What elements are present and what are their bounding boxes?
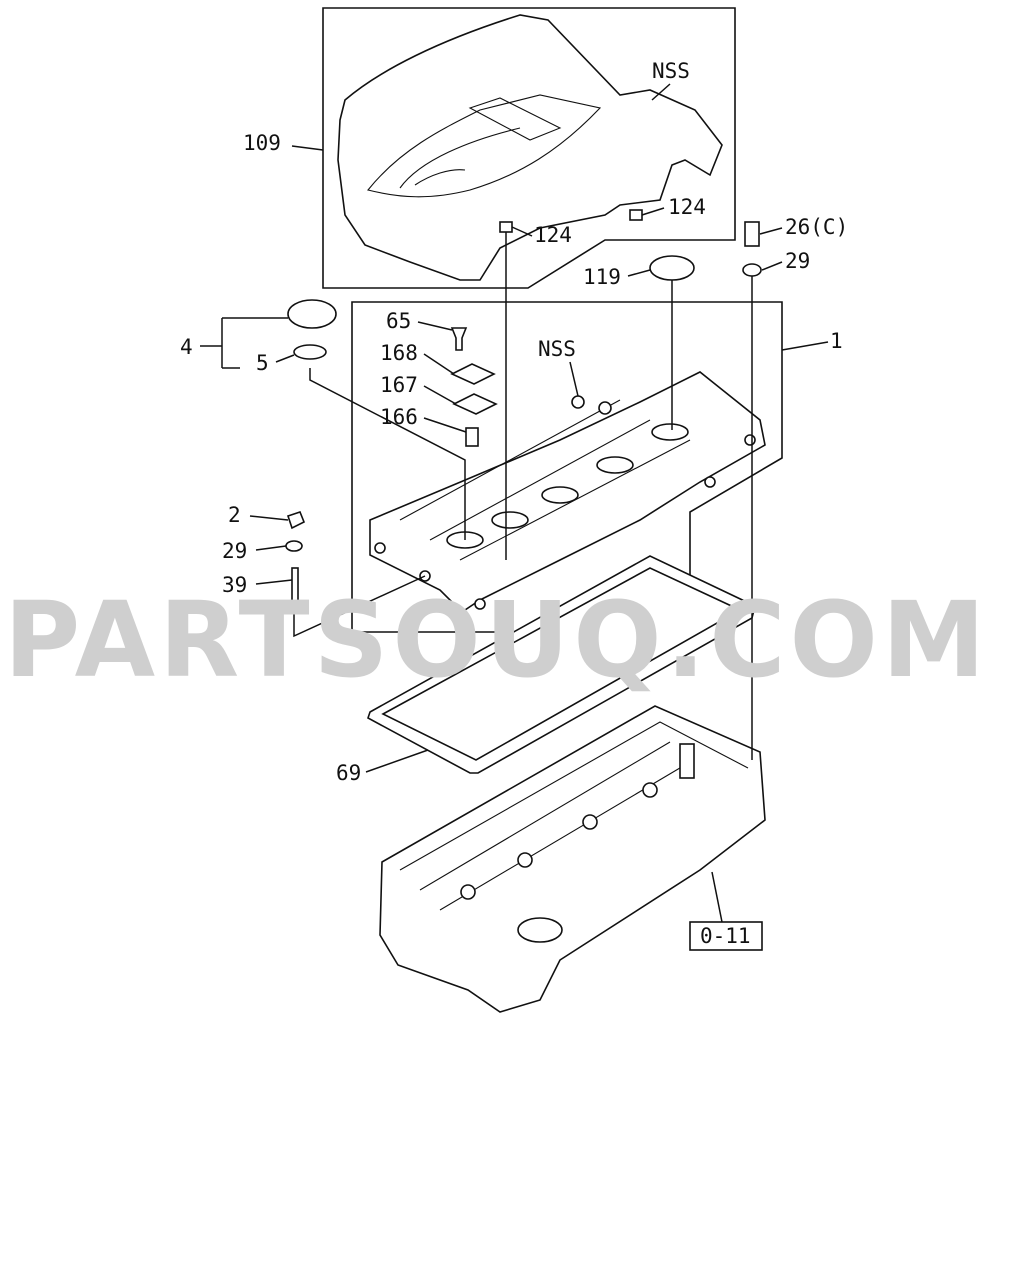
leader-1 bbox=[781, 341, 829, 351]
boss-1 bbox=[571, 395, 585, 409]
label-168: 168 bbox=[380, 341, 418, 365]
label-nss-mid: NSS bbox=[538, 337, 576, 361]
grommet-124-right[interactable] bbox=[629, 209, 643, 221]
label-124-right: 124 bbox=[668, 195, 706, 219]
label-26c: 26(C) bbox=[785, 215, 848, 239]
label-166: 166 bbox=[380, 405, 418, 429]
plate-168[interactable] bbox=[450, 363, 496, 385]
engine-cover[interactable] bbox=[337, 14, 723, 281]
leader-167 bbox=[423, 385, 457, 405]
leader-168 bbox=[423, 353, 455, 375]
washer-29-top[interactable] bbox=[742, 263, 762, 277]
label-124-left: 124 bbox=[534, 223, 572, 247]
stud-39[interactable] bbox=[291, 567, 299, 605]
label-119: 119 bbox=[583, 265, 621, 289]
nut-2[interactable] bbox=[286, 511, 306, 530]
oil-filler-cap[interactable] bbox=[287, 299, 337, 329]
valve-cover-box bbox=[351, 301, 783, 633]
leader-69 bbox=[365, 749, 429, 773]
label-nss-top: NSS bbox=[652, 59, 690, 83]
label-29-left: 29 bbox=[222, 539, 247, 563]
boss-head-2 bbox=[517, 852, 533, 868]
label-109: 109 bbox=[243, 131, 281, 155]
plug-well-2 bbox=[541, 486, 579, 504]
diaphragm-167[interactable] bbox=[452, 393, 498, 415]
oil-cap-seal-5[interactable] bbox=[293, 344, 327, 360]
boss-head-3 bbox=[582, 814, 598, 830]
cylinder-head-group: 0-11 bbox=[379, 705, 766, 1013]
watermark: PARTSOUQ.COM bbox=[4, 579, 989, 701]
engine-cover-swoosh bbox=[399, 127, 521, 189]
leader-29-left bbox=[255, 545, 287, 551]
screw-65[interactable] bbox=[450, 327, 468, 351]
mount-hole-1 bbox=[374, 542, 386, 554]
leader-nss-top bbox=[651, 83, 671, 101]
leader-124-right bbox=[641, 207, 665, 216]
leader-119 bbox=[627, 269, 651, 277]
leader-166 bbox=[423, 417, 467, 433]
label-2: 2 bbox=[228, 503, 241, 527]
leader-65 bbox=[417, 321, 453, 331]
label-69: 69 bbox=[336, 761, 361, 785]
mount-hole-5 bbox=[704, 476, 716, 488]
mount-hole-3 bbox=[474, 598, 486, 610]
seal-119[interactable] bbox=[649, 255, 695, 281]
engine-cover-box bbox=[322, 7, 736, 289]
leader-5 bbox=[275, 354, 295, 363]
alignment-stud-line bbox=[293, 575, 426, 638]
grommet-124-left[interactable] bbox=[499, 221, 513, 233]
label-167: 167 bbox=[380, 373, 418, 397]
label-1: 1 bbox=[830, 329, 843, 353]
leader-29-top bbox=[761, 261, 783, 271]
plug-well-3 bbox=[596, 456, 634, 474]
leader-0-11 bbox=[711, 871, 723, 923]
label-4: 4 bbox=[180, 335, 193, 359]
spring-166[interactable] bbox=[465, 427, 479, 447]
engine-cover-contour bbox=[367, 94, 602, 198]
reference-box-label: 0-11 bbox=[700, 924, 751, 948]
washer-29-left[interactable] bbox=[285, 540, 303, 552]
bolt-26c[interactable] bbox=[744, 221, 760, 247]
boss-head-1 bbox=[460, 884, 476, 900]
leader-109 bbox=[291, 145, 324, 151]
label-39: 39 bbox=[222, 573, 247, 597]
valve-cover-group bbox=[285, 221, 783, 633]
cylinder-head[interactable] bbox=[379, 705, 766, 1013]
leader-2 bbox=[249, 515, 289, 521]
plug-well-4 bbox=[651, 423, 689, 441]
head-post bbox=[679, 743, 695, 779]
part-labels: 109 NSS 124 124 26(C) 29 119 1 4 5 65 16… bbox=[180, 59, 848, 785]
label-65: 65 bbox=[386, 309, 411, 333]
leader-nss-mid bbox=[569, 361, 579, 397]
engine-cover-group bbox=[322, 7, 736, 289]
leader-39 bbox=[255, 579, 293, 585]
gasket-69[interactable] bbox=[367, 555, 756, 774]
leader-4 bbox=[200, 317, 288, 369]
cam-bore bbox=[517, 917, 563, 943]
label-5: 5 bbox=[256, 351, 269, 375]
boss-2 bbox=[598, 401, 612, 415]
leader-124-left bbox=[511, 226, 533, 237]
leader-lines bbox=[200, 83, 829, 923]
plug-well-1 bbox=[491, 511, 529, 529]
reference-box-0-11[interactable] bbox=[689, 921, 763, 951]
leader-26c bbox=[759, 227, 783, 235]
boss-head-4 bbox=[642, 782, 658, 798]
mount-hole-4 bbox=[744, 434, 756, 446]
label-29-top: 29 bbox=[785, 249, 810, 273]
engine-cover-recess bbox=[468, 97, 562, 141]
alignment-cap-line bbox=[309, 368, 466, 540]
